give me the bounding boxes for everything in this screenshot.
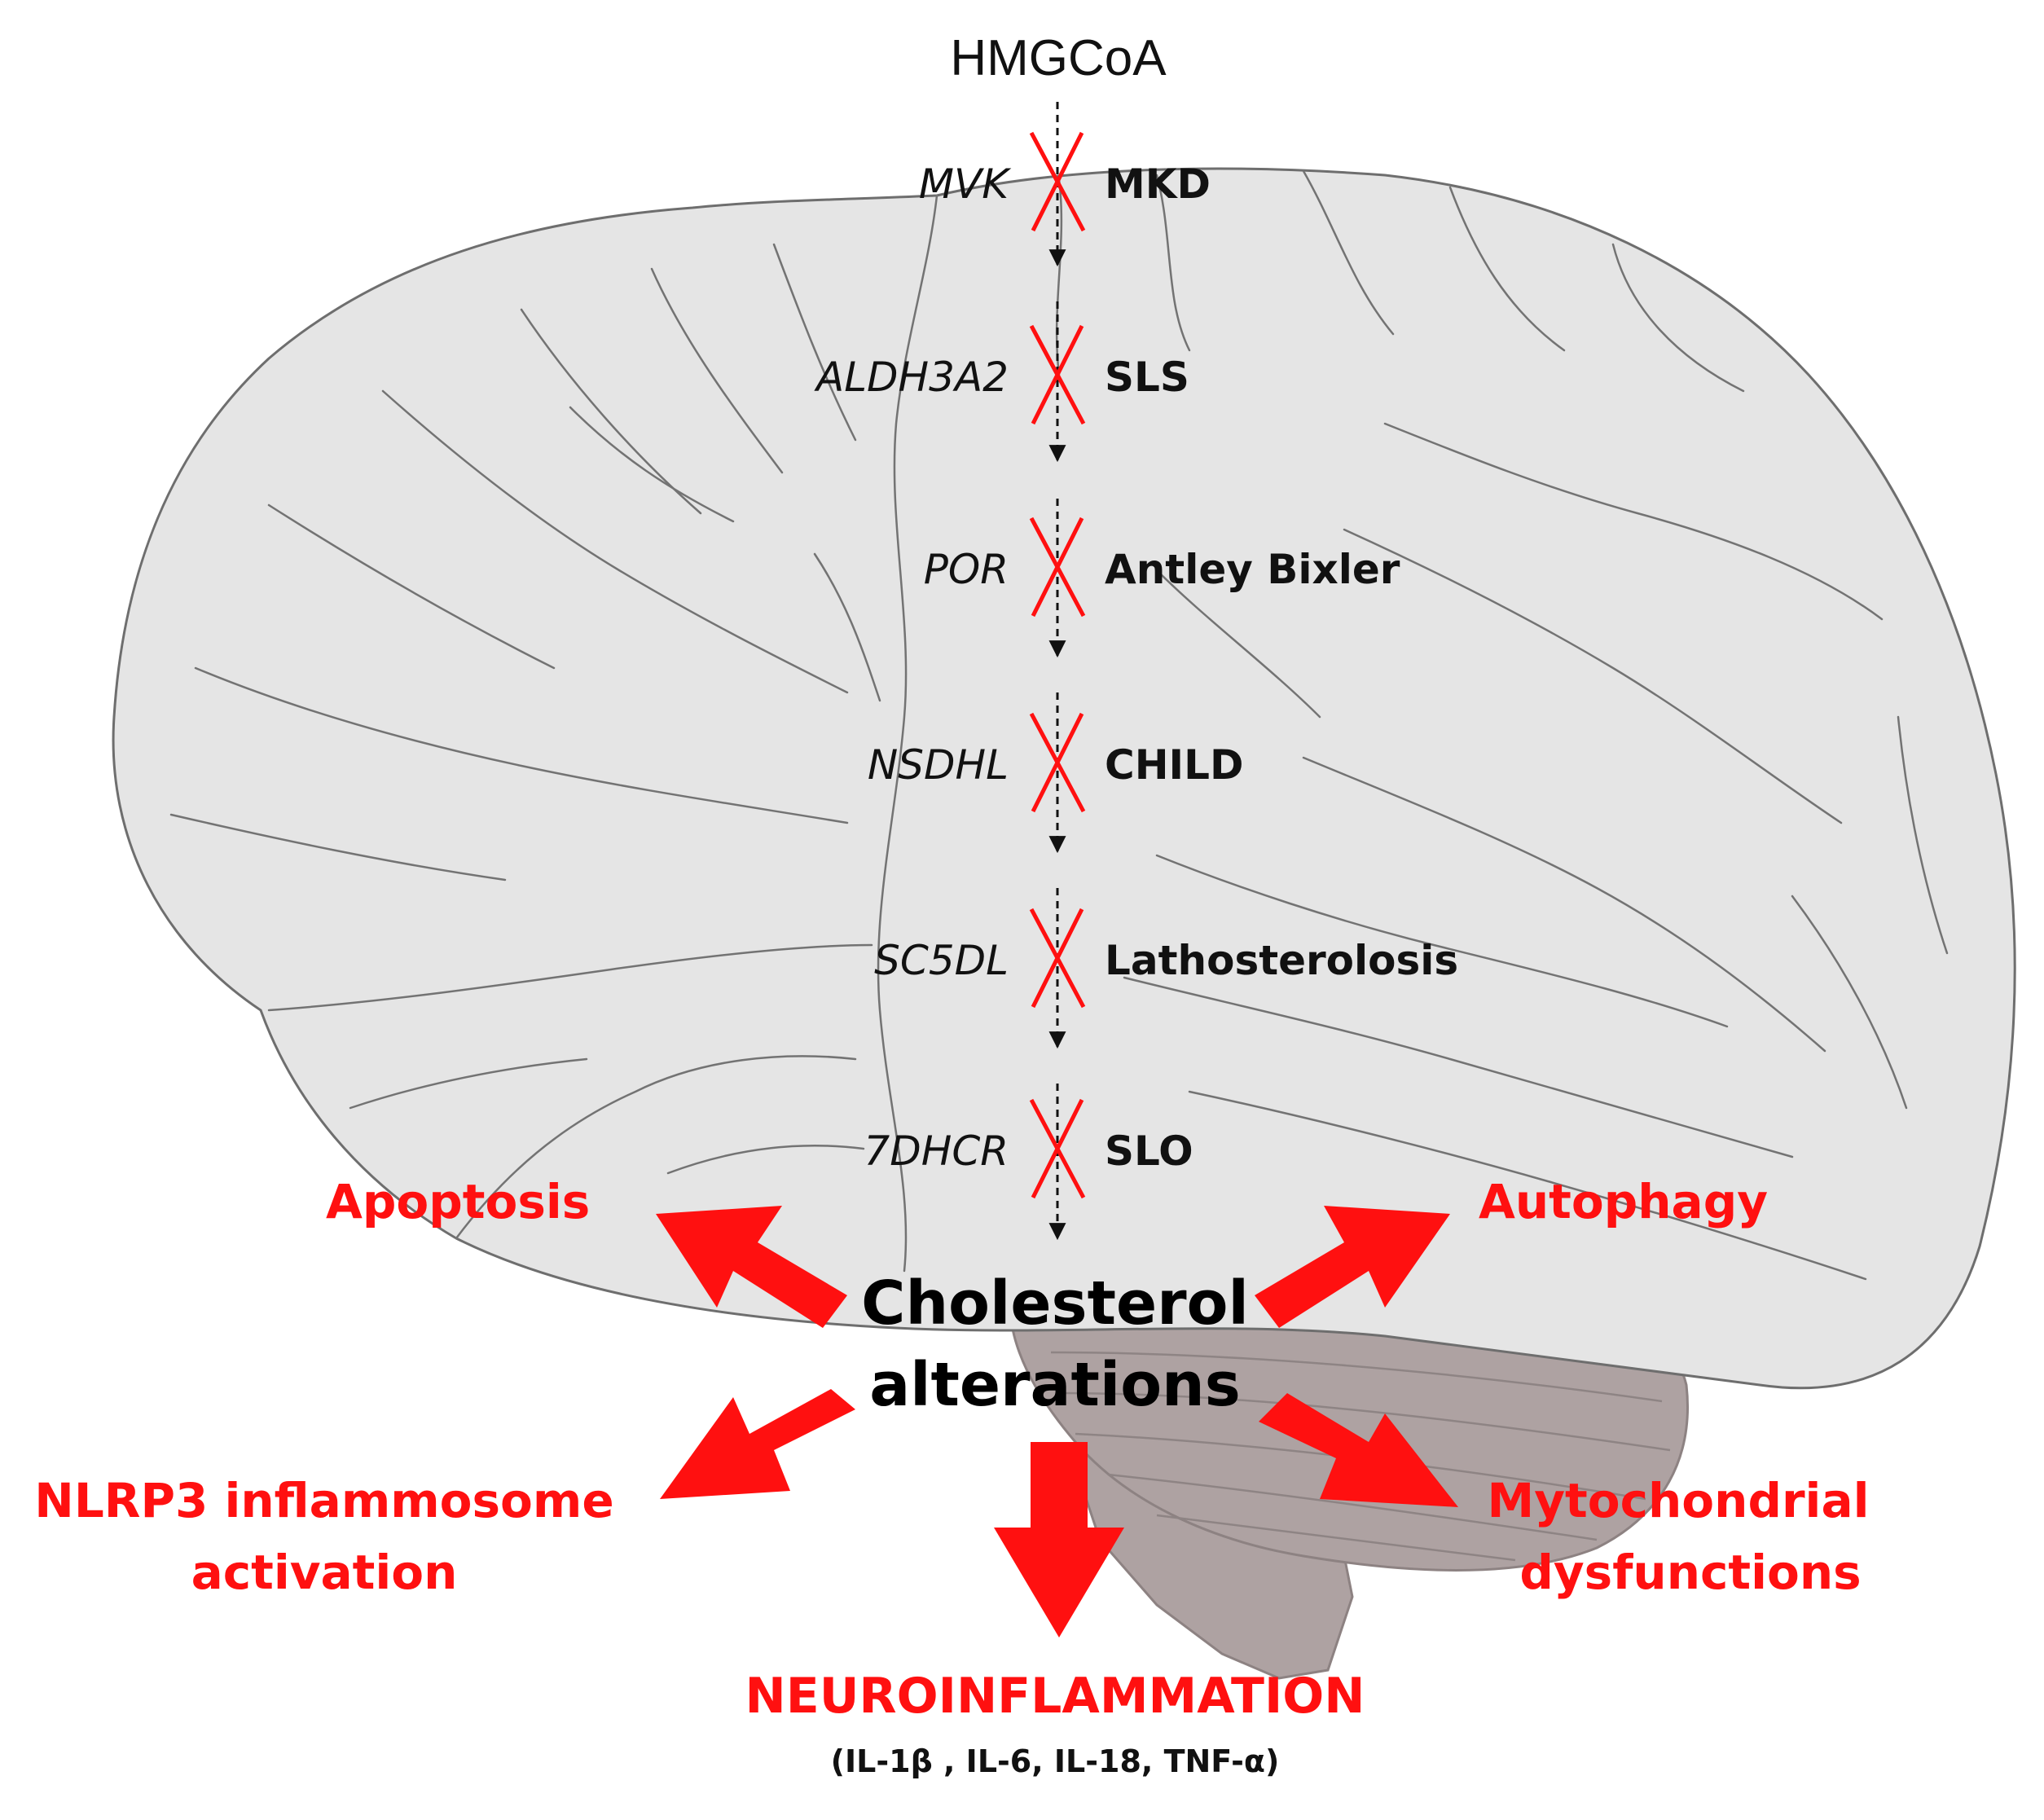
arrow-neuroinflammation (994, 1442, 1124, 1638)
disease-label: SLS (1105, 354, 1189, 401)
effect-nlrp3-line1: NLRP3 inflammosome (34, 1473, 613, 1528)
disease-label: SLO (1105, 1128, 1193, 1175)
cytokine-list: (IL-1β , IL-6, IL-18, TNF-α) (831, 1743, 1280, 1779)
block-cross-icon (1029, 131, 1086, 232)
center-label-line1: Cholesterol (861, 1268, 1249, 1339)
block-cross-icon (1029, 908, 1086, 1009)
effect-neuroinflammation: NEUROINFLAMMATION (745, 1668, 1365, 1725)
block-cross-icon (1029, 324, 1086, 425)
gene-label: POR (924, 546, 1009, 593)
effect-autophagy: Autophagy (1479, 1174, 1768, 1229)
disease-label: MKD (1105, 160, 1211, 208)
block-cross-icon (1029, 1098, 1086, 1199)
effect-apoptosis: Apoptosis (326, 1174, 590, 1229)
gene-label: NSDHL (868, 741, 1009, 789)
arrow-autophagy (1255, 1206, 1450, 1328)
center-label-line2: alterations (869, 1350, 1241, 1420)
gene-label: SC5DL (874, 937, 1009, 984)
disease-label: CHILD (1105, 741, 1244, 789)
arrow-mitochondrial (1259, 1393, 1458, 1507)
effect-arrows (656, 1206, 1458, 1638)
block-cross-icon (1029, 712, 1086, 813)
block-cross-icon (1029, 517, 1086, 618)
effect-mito-line1: Mytochondrial (1488, 1473, 1870, 1528)
arrow-nlrp3 (660, 1389, 855, 1499)
disease-label: Lathosterolosis (1105, 937, 1458, 984)
gene-label: 7DHCR (864, 1128, 1009, 1175)
effect-mito-line2: dysfunctions (1519, 1545, 1861, 1600)
gene-label: MVK (919, 160, 1012, 208)
effect-nlrp3-line2: activation (191, 1545, 458, 1600)
start-label: HMGCoA (950, 30, 1167, 86)
arrow-apoptosis-shape (656, 1206, 847, 1328)
gene-label: ALDH3A2 (814, 354, 1009, 401)
disease-label: Antley Bixler (1105, 546, 1400, 593)
